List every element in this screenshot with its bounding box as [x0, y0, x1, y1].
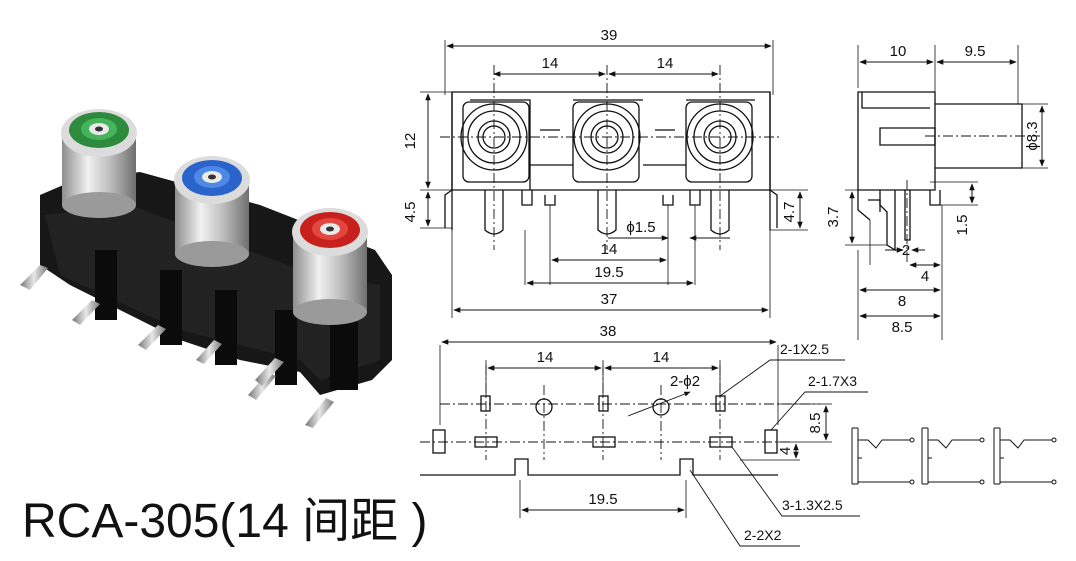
dim-1-5: 1.5	[954, 215, 971, 236]
dim-4-5: 4.5	[402, 202, 419, 223]
jack-blue	[174, 156, 250, 267]
dim-2-2x2: 2-2X2	[744, 527, 782, 543]
dim-4-7: 4.7	[781, 202, 798, 223]
dim-2-phi-2: 2-ϕ2	[670, 373, 700, 390]
dim-14-right: 14	[657, 55, 674, 72]
jack-red	[292, 208, 368, 325]
dim-2: 2	[902, 242, 910, 259]
dim-phi-8-3: ϕ8.3	[1024, 121, 1041, 150]
dim-19-5: 19.5	[594, 264, 623, 281]
dim-38: 38	[600, 323, 617, 340]
dim-14-left: 14	[542, 55, 559, 72]
dim-phi-1-5: ϕ1.5	[626, 219, 655, 236]
dim-8-5-pcb: 8.5	[807, 413, 824, 434]
dim-4: 4	[921, 268, 929, 285]
dim-3-1-3x2-5: 3-1.3X2.5	[782, 497, 843, 513]
dim-14-pcb-right: 14	[653, 349, 670, 366]
product-photo	[20, 109, 392, 428]
dim-19-5-pcb: 19.5	[588, 491, 617, 508]
dim-37: 37	[601, 291, 618, 308]
front-view	[420, 40, 808, 318]
product-title: RCA-305(14 间距 )	[22, 495, 428, 548]
dim-8: 8	[898, 293, 906, 310]
jack-green	[61, 109, 137, 218]
dim-2-1-7x3: 2-1.7X3	[808, 373, 857, 389]
dim-8-5: 8.5	[892, 319, 913, 336]
dim-12: 12	[402, 133, 419, 150]
front-view-labels: 39 14 14 12 4.5 4.7 ϕ1.5 14 19.5 37	[402, 27, 798, 308]
dim-14-pcb-left: 14	[537, 349, 554, 366]
dim-2-1x2-5: 2-1X2.5	[780, 341, 829, 357]
dim-10: 10	[890, 43, 907, 60]
dim-39: 39	[601, 27, 618, 44]
side-view-labels: 10 9.5 ϕ8.3 3.7 1.5 2 4 8 8.5	[825, 43, 1041, 336]
dim-4-pcb: 4	[777, 447, 794, 455]
pcb-layout-labels: 38 14 14 2-ϕ2 2-1X2.5 2-1.7X3 8.5 4 19.5…	[537, 323, 858, 543]
pcb-layout	[420, 339, 1057, 547]
dim-14-pins: 14	[601, 241, 618, 258]
dim-3-7: 3.7	[825, 207, 842, 228]
dim-9-5: 9.5	[965, 43, 986, 60]
side-view	[845, 45, 1048, 340]
